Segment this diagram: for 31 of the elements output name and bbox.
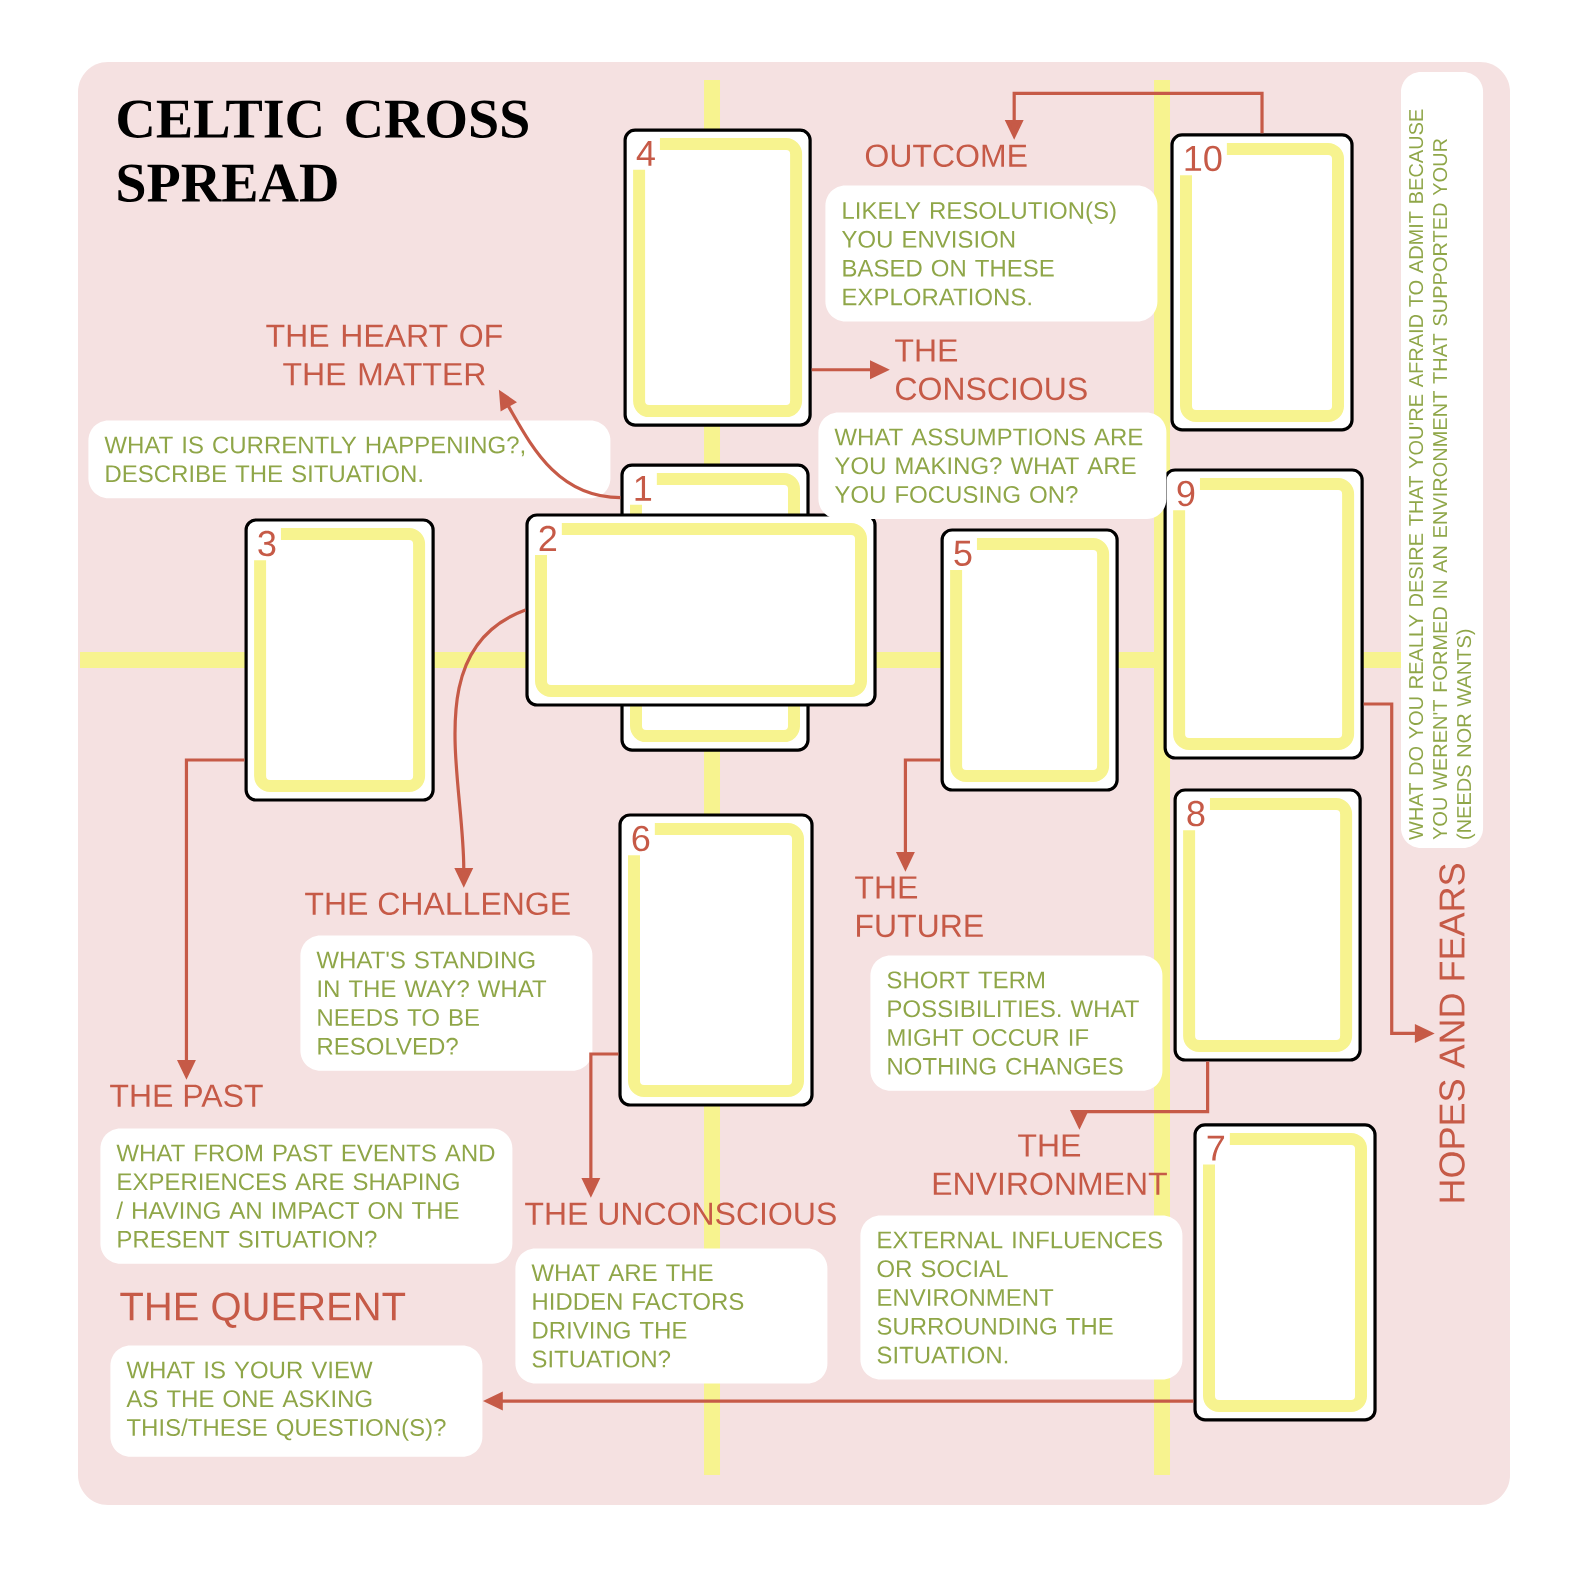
- card: 8: [1173, 788, 1362, 1062]
- text-bubble: WHAT DO YOU REALLY DESIRE THAT YOU'RE AFRAID TO ADMIT BECAUSE YOU WEREN'T FORMED IN AN ENVIRONMENT THAT SUPPORTED YOUR (NEEDS NOR WANTS): [1400, 72, 1484, 848]
- text-bubble: WHAT FROM PAST EVENTS AND EXPERIENCES ARE SHAPING / HAVING AN IMPACT ON THE PRESENT SITUATION?: [100, 1128, 513, 1264]
- card: 9: [1163, 468, 1364, 760]
- heading: THE ENVIRONMENT: [933, 1134, 1167, 1196]
- node-label: 1: [635, 475, 652, 501]
- heading: THE HEART OF THE MATTER: [266, 324, 502, 386]
- text-bubble: SHORT TERM POSSIBILITIES. WHAT MIGHT OCCUR IF NOTHING CHANGES: [870, 955, 1163, 1091]
- heading: THE PAST: [110, 1084, 263, 1108]
- title: CELTIC CROSS SPREAD: [118, 100, 528, 202]
- text-bubble: WHAT IS YOUR VIEW AS THE ONE ASKING THIS/THESE QUESTION(S)?: [110, 1345, 483, 1457]
- card: 5: [940, 528, 1119, 792]
- card: 7: [1193, 1123, 1377, 1422]
- heading: THE CONSCIOUS: [895, 339, 1087, 401]
- text-bubble: EXTERNAL INFLUENCES OR SOCIAL ENVIRONMENT SURROUNDING THE SITUATION.: [860, 1215, 1183, 1380]
- text-bubble: WHAT ASSUMPTIONS ARE YOU MAKING? WHAT ARE YOU FOCUSING ON?: [818, 412, 1167, 519]
- heading: THE CHALLENGE: [305, 892, 570, 916]
- card: 6: [618, 813, 814, 1107]
- card: 3: [244, 518, 435, 802]
- card: 2: [525, 513, 877, 707]
- heading: THE FUTURE: [855, 876, 983, 938]
- heading: HOPES AND FEARS: [1439, 864, 1465, 1202]
- card: 4: [623, 128, 812, 427]
- text-bubble: WHAT ARE THE HIDDEN FACTORS DRIVING THE SITUATION?: [515, 1248, 828, 1384]
- heading: THE QUERENT: [120, 1292, 406, 1328]
- heading: THE UNCONSCIOUS: [525, 1202, 836, 1226]
- card: 10: [1170, 133, 1354, 432]
- heading: OUTCOME: [865, 144, 1027, 168]
- text-bubble: LIKELY RESOLUTION(S) YOU ENVISION BASED ON THESE EXPLORATIONS.: [825, 185, 1158, 322]
- text-bubble: WHAT'S STANDING IN THE WAY? WHAT NEEDS TO BE RESOLVED?: [300, 935, 593, 1071]
- text-bubble: WHAT IS CURRENTLY HAPPENING?, DESCRIBE THE SITUATION.: [88, 420, 611, 499]
